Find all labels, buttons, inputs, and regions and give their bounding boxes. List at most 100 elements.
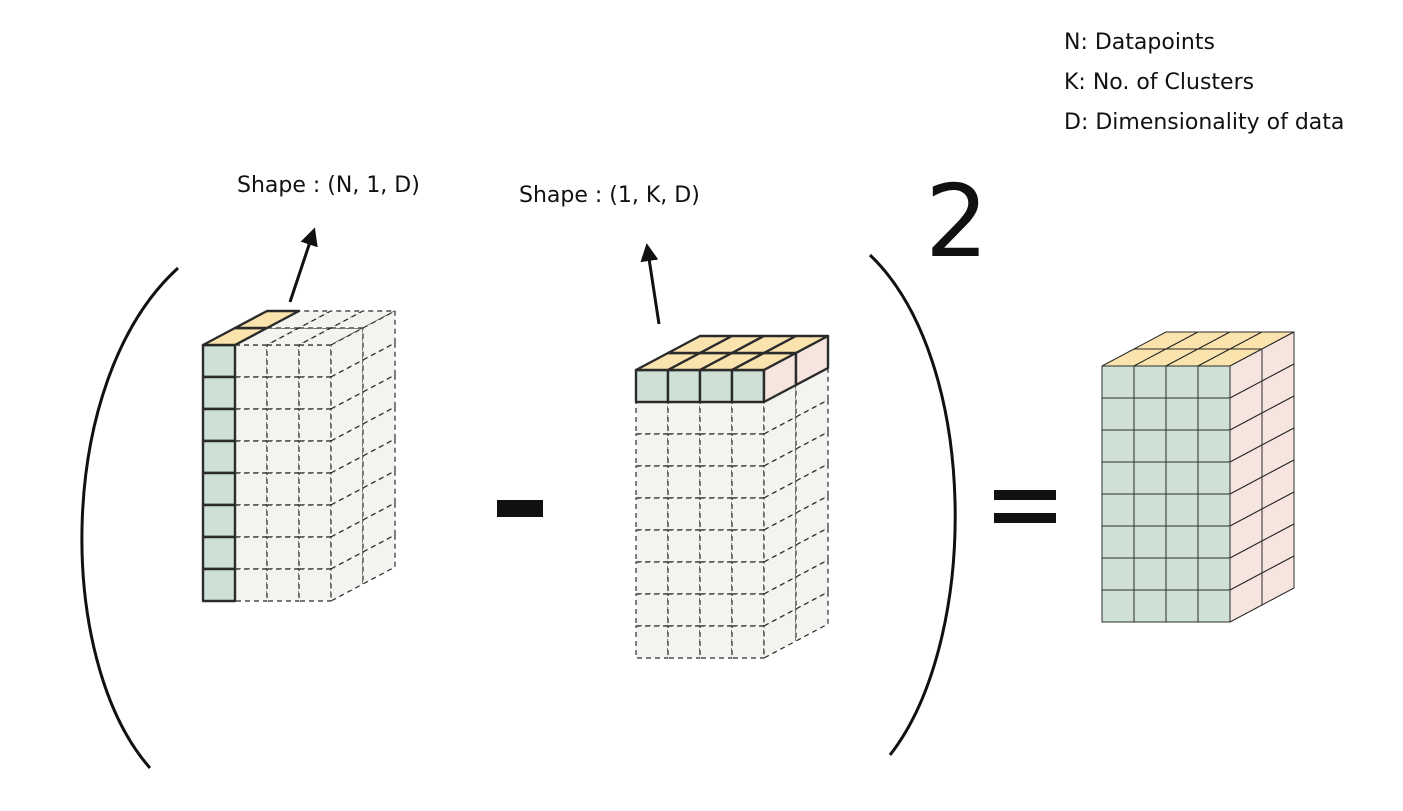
front-cell [201,471,237,507]
side-cell [330,519,364,570]
side-cell [330,455,364,506]
tensor-result-n-k-d [1101,331,1295,623]
side-cell [330,327,364,378]
tensor-1-k-d [634,334,830,659]
front-cell [699,433,733,467]
front-cell [201,503,237,539]
front-cell [234,344,268,378]
front-cell [201,535,237,571]
front-cell [667,497,701,531]
front-cell [731,401,765,435]
front-cell [1165,365,1199,399]
front-cell [731,497,765,531]
left-shape-arrow [288,227,318,303]
front-cell [1101,365,1135,399]
front-cell [635,497,669,531]
front-cell [667,465,701,499]
top-cell [330,310,396,329]
front-cell [1101,589,1135,623]
front-cell [234,376,268,410]
side-cell [794,334,830,387]
side-cell [763,544,797,595]
front-cell [1165,461,1199,495]
side-cell [763,480,797,531]
front-cell [1197,429,1231,463]
side-cell [795,559,829,610]
side-cell [763,416,797,467]
front-cell [635,529,669,563]
front-cell [266,408,300,442]
front-cell [1165,397,1199,431]
minus-operator [497,500,543,517]
front-cell [634,368,670,404]
front-cell [266,568,300,602]
front-cell [266,472,300,506]
front-cell [234,504,268,538]
front-cell [1101,493,1135,527]
front-cell [201,567,237,603]
front-cell [298,472,332,506]
side-cell [330,487,364,538]
front-cell [635,561,669,595]
side-cell [330,391,364,442]
front-cell [635,593,669,627]
front-cell [234,568,268,602]
front-cell [266,440,300,474]
front-cell [1165,525,1199,559]
front-cell [1197,589,1231,623]
front-cell [298,408,332,442]
front-cell [1133,589,1167,623]
side-cell [362,406,396,457]
side-cell [330,551,364,602]
side-cell [795,367,829,418]
front-cell [1133,461,1167,495]
front-cell [266,344,300,378]
side-cell [795,495,829,546]
side-cell [362,374,396,425]
side-cell [763,576,797,627]
front-cell [731,625,765,659]
front-cell [666,368,702,404]
front-cell [730,368,766,404]
side-cell [362,470,396,521]
front-cell [1197,525,1231,559]
side-cell [763,608,797,659]
legend-d: D: Dimensionality of data [1064,110,1345,135]
equals-operator-bottom [994,513,1056,523]
top-cell [266,327,332,346]
front-cell [731,433,765,467]
side-cell [763,512,797,563]
exponent-two: 2 [925,163,989,280]
front-cell [266,504,300,538]
front-cell [201,343,237,379]
front-cell [1101,429,1135,463]
side-cell [795,591,829,642]
front-cell [1133,525,1167,559]
side-cell [763,448,797,499]
front-cell [698,368,734,404]
left-shape-label: Shape : (N, 1, D) [237,173,420,198]
front-cell [234,408,268,442]
front-cell [1197,397,1231,431]
top-cell [298,327,364,346]
front-cell [234,440,268,474]
side-cell [362,534,396,585]
front-cell [1101,397,1135,431]
top-cell [233,309,301,330]
right-parenthesis [868,253,957,756]
legend-k: K: No. of Clusters [1064,70,1255,95]
front-cell [1101,557,1135,591]
side-cell [330,359,364,410]
front-cell [667,529,701,563]
front-cell [635,433,669,467]
front-cell [1133,493,1167,527]
front-cell [1133,365,1167,399]
front-cell [731,593,765,627]
side-cell [795,527,829,578]
side-cell [362,342,396,393]
front-cell [1197,493,1231,527]
front-cell [298,376,332,410]
front-cell [1101,461,1135,495]
front-cell [731,529,765,563]
front-cell [699,561,733,595]
